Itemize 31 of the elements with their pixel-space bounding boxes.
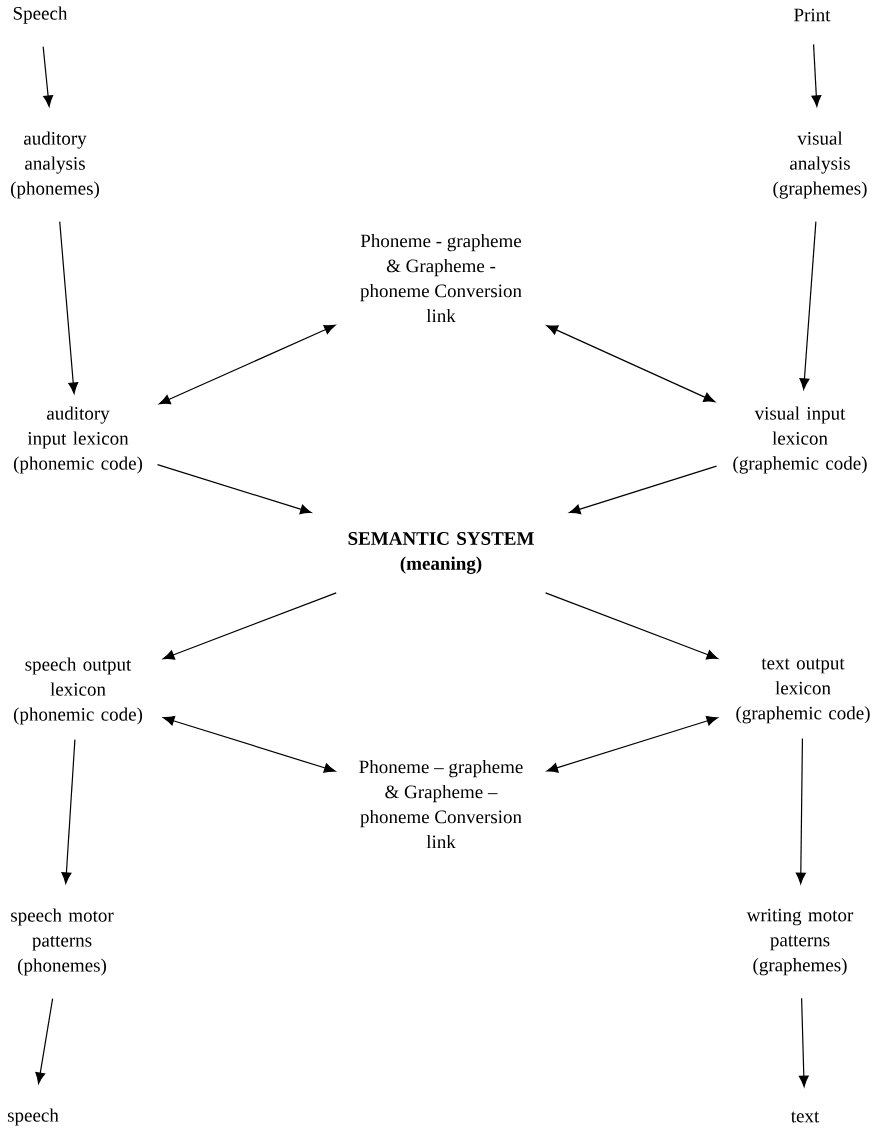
arrow: [798, 997, 809, 1087]
arrow: [545, 592, 719, 660]
system-label: SEMANTIC SYSTEM (meaning): [348, 532, 534, 574]
arrow: [163, 715, 336, 773]
process-label: speech motor patterns (phonemes): [11, 908, 114, 976]
process-label: writing motor patterns (graphemes): [746, 908, 854, 976]
source-label: Speech: [13, 6, 68, 24]
arrow: [569, 465, 718, 515]
lexicon-label: text output lexicon (graphemic code): [736, 658, 870, 724]
arrow: [35, 998, 54, 1084]
arrow: [546, 325, 716, 403]
lexicon-label: auditory input lexicon (phonemic code): [13, 406, 143, 474]
lexicon-label: visual input lexicon (graphemic code): [733, 406, 867, 474]
output-label: text: [790, 1111, 820, 1123]
arrow: [795, 737, 806, 885]
arrow: [158, 324, 336, 405]
arrow: [42, 46, 54, 107]
arrow: [811, 43, 822, 107]
arrow: [799, 221, 817, 390]
arrow: [156, 464, 312, 515]
arrow: [162, 592, 337, 660]
arrow: [61, 739, 76, 884]
link-label: Phoneme - grapheme & Grapheme - phoneme Conversion link: [360, 233, 522, 323]
link-label: Phoneme – grapheme & Grapheme – phoneme Conversion link: [359, 759, 523, 849]
arrow: [546, 716, 718, 773]
lexicon-label: speech output lexicon (phonemic code): [13, 657, 143, 725]
source-label: Print: [794, 8, 831, 22]
arrow: [59, 221, 79, 394]
process-label: visual analysis (graphemes): [773, 131, 867, 199]
output-label: speech: [7, 1108, 59, 1126]
process-label: auditory analysis (phonemes): [11, 131, 99, 199]
